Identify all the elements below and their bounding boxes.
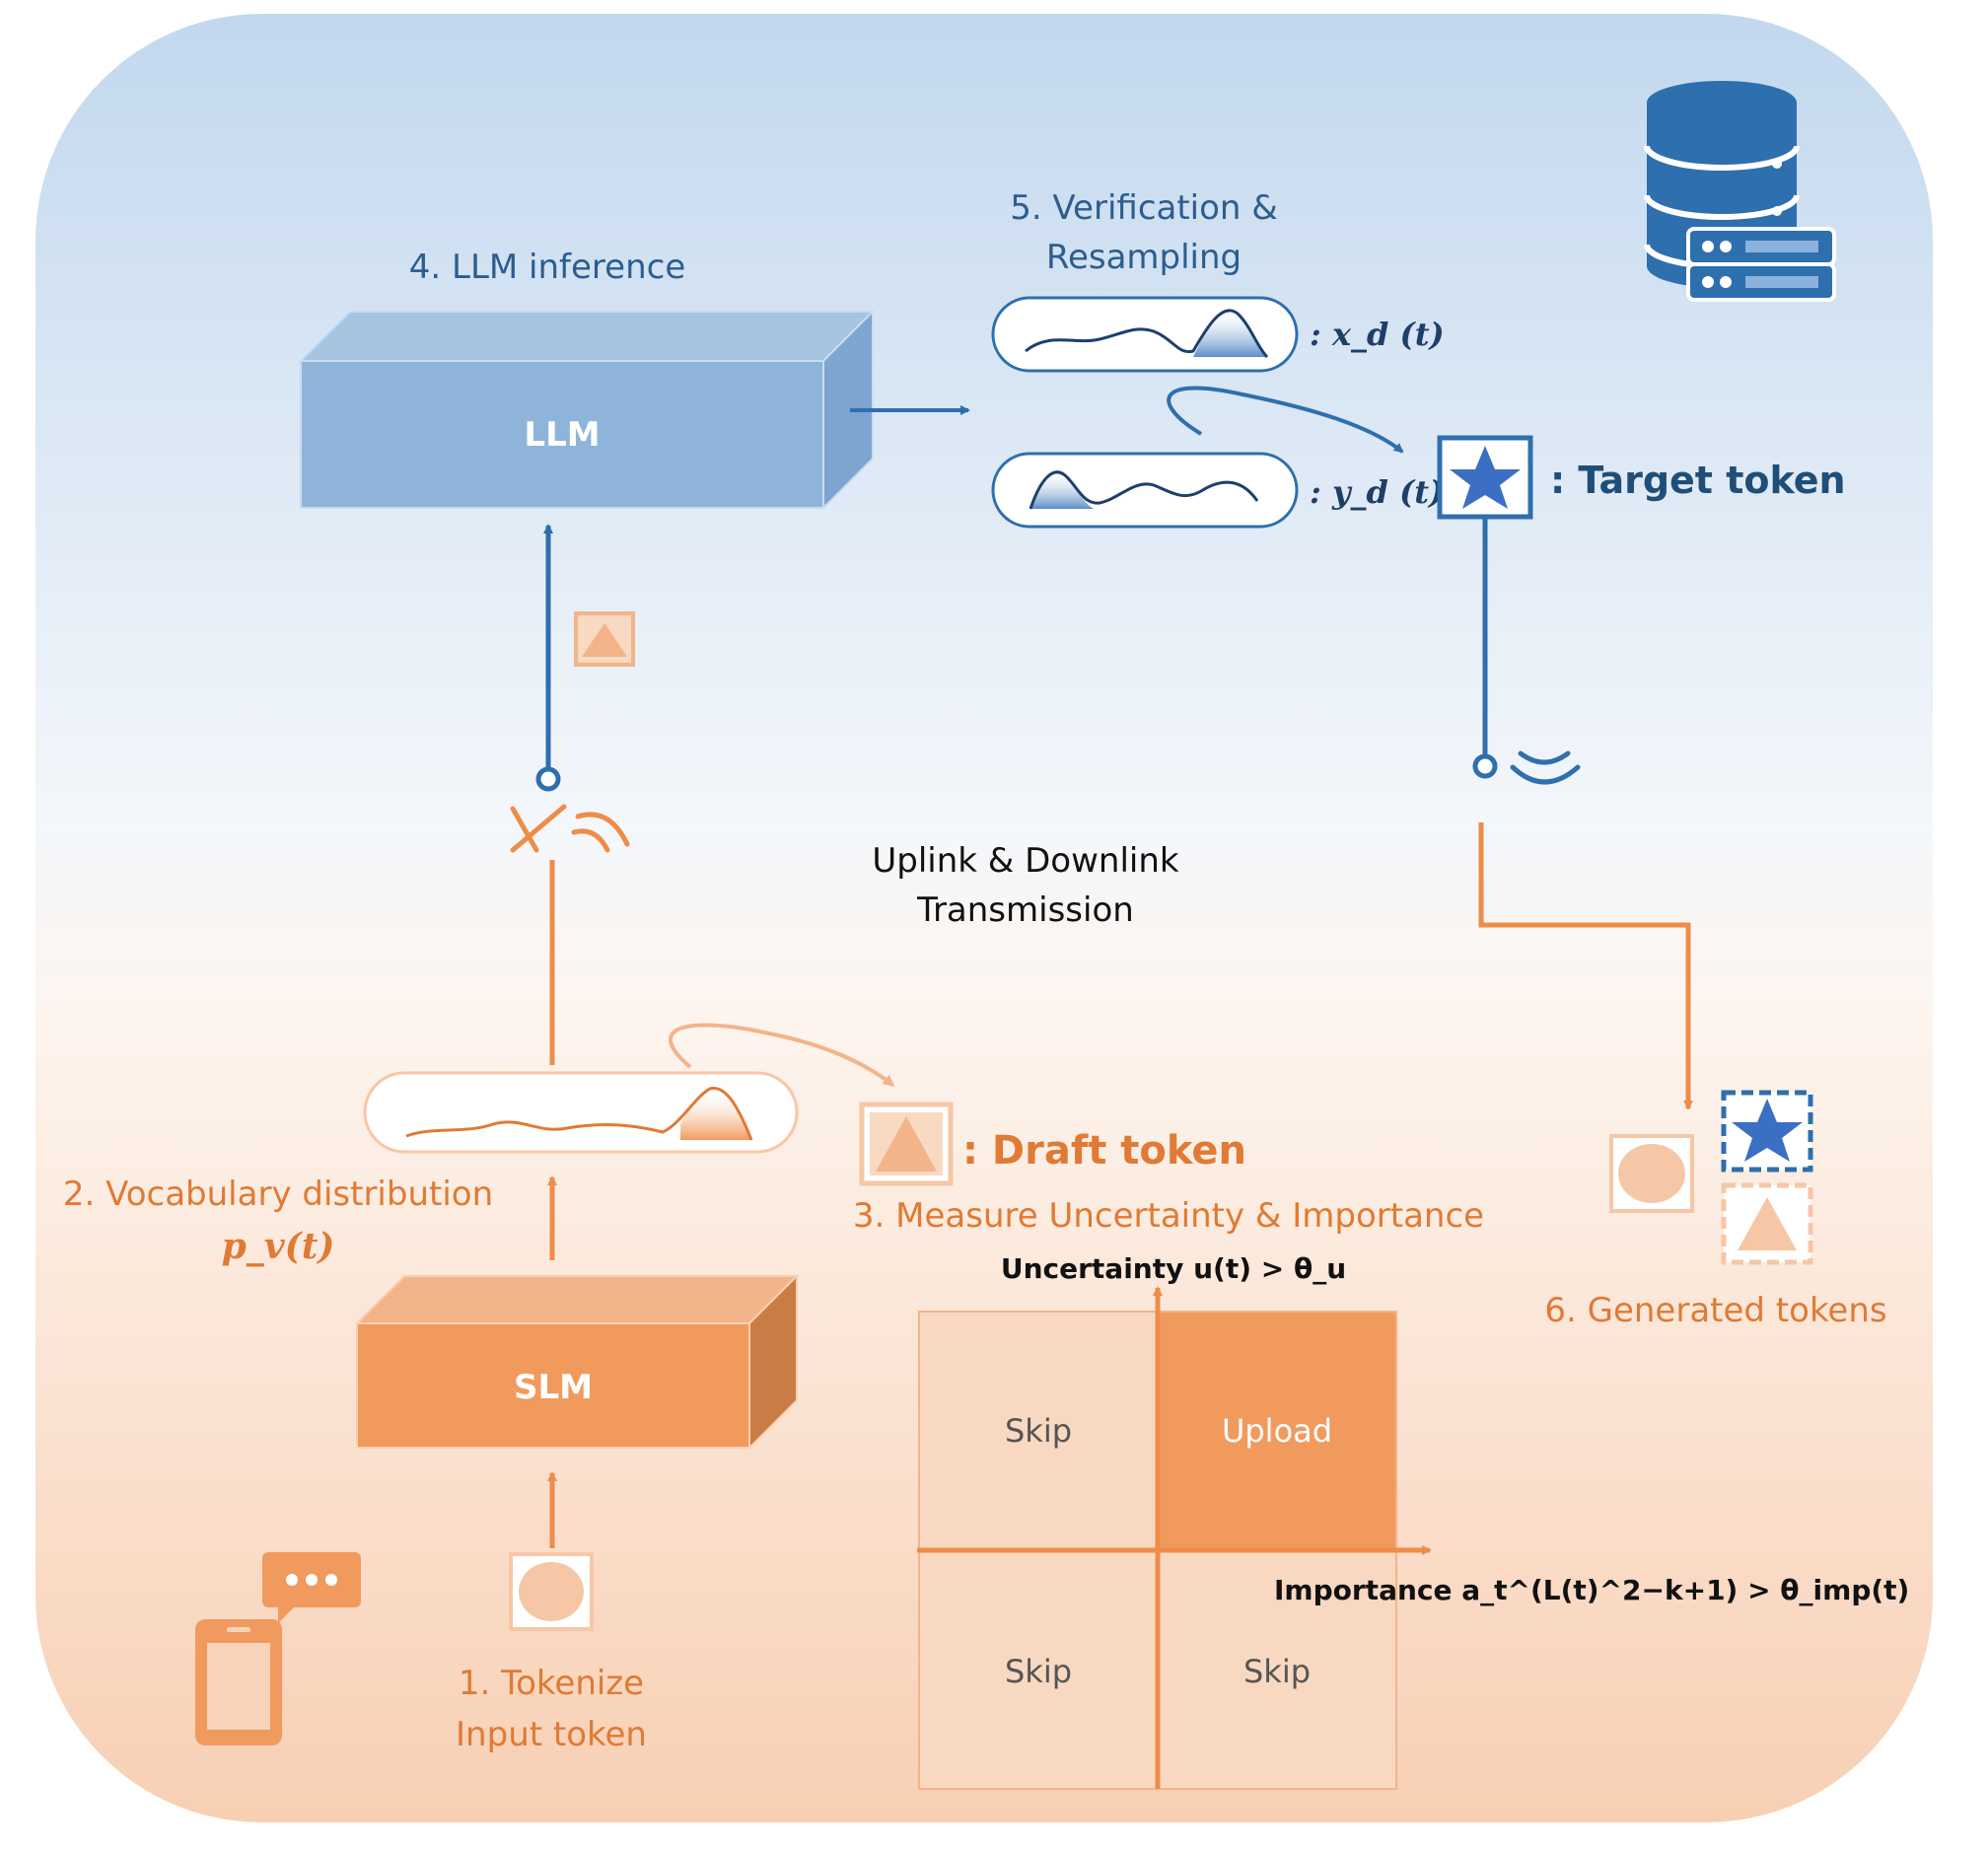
wireless-signal-icon: [1510, 750, 1581, 785]
database-server-icon: [1644, 81, 1836, 302]
x-d-formula: : x_d (t): [1310, 316, 1445, 353]
p-v-formula: p_v(t): [222, 1226, 335, 1267]
generated-star-token-icon: [1721, 1090, 1813, 1173]
uncertainty-axis-label: Uncertainty u(t) > θ_u: [1001, 1252, 1346, 1285]
phone-chat-icon: [195, 1552, 361, 1745]
target-downlink-node: [1472, 753, 1498, 779]
step-verification-label-line2: Resampling: [1046, 238, 1242, 277]
target-token-icon: [1437, 435, 1533, 520]
draft-token-icon: [859, 1102, 954, 1186]
decision-quadrant: Skip Upload Skip Skip: [917, 1286, 1432, 1790]
generated-tokens: [1609, 1090, 1813, 1265]
antenna-signal-icon: [510, 804, 630, 853]
step-generated-label: 6. Generated tokens: [1544, 1291, 1886, 1330]
llm-label: LLM: [524, 415, 600, 455]
downlink-to-generated: [1478, 822, 1693, 1110]
x-d-distribution: [991, 296, 1299, 373]
transmission-label-line2: Transmission: [916, 890, 1134, 930]
step-verification-label-line1: 5. Verification &: [1010, 188, 1278, 228]
step-measure-label: 3. Measure Uncertainty & Importance: [853, 1196, 1484, 1236]
generated-triangle-token-icon: [1721, 1182, 1813, 1265]
arrow-to-target-token: [1167, 386, 1404, 454]
step-vocab-label: 2. Vocabulary distribution: [63, 1174, 493, 1214]
target-token-label: : Target token: [1550, 459, 1846, 502]
uplink-node: [535, 766, 561, 792]
step-tokenize-line1: 1. Tokenize: [459, 1664, 644, 1703]
transmission-label-line1: Uplink & Downlink: [872, 841, 1179, 881]
importance-axis-label: Importance a_t^(L(t)^2−k+1) > θ_imp(t): [1274, 1574, 1909, 1606]
llm-box: LLM: [298, 309, 876, 511]
arrow-to-draft-token: [669, 1023, 895, 1087]
step-llm-inference-label: 4. LLM inference: [409, 248, 685, 287]
draft-token-label: : Draft token: [962, 1128, 1246, 1174]
vocab-distribution: [363, 1071, 799, 1154]
quadrant-bottom-left: Skip: [1005, 1653, 1072, 1690]
quadrant-top-right: Upload: [1222, 1412, 1332, 1450]
y-d-distribution: [991, 452, 1299, 529]
y-d-formula: : y_d (t): [1310, 473, 1444, 511]
uplink-draft-token-icon: [574, 611, 635, 667]
slm-box: SLM: [354, 1273, 800, 1451]
slm-label: SLM: [514, 1368, 593, 1407]
quadrant-bottom-right: Skip: [1243, 1653, 1311, 1690]
quadrant-top-left: Skip: [1005, 1412, 1072, 1450]
input-token-icon: [509, 1552, 594, 1631]
step-tokenize-line2: Input token: [456, 1715, 647, 1754]
